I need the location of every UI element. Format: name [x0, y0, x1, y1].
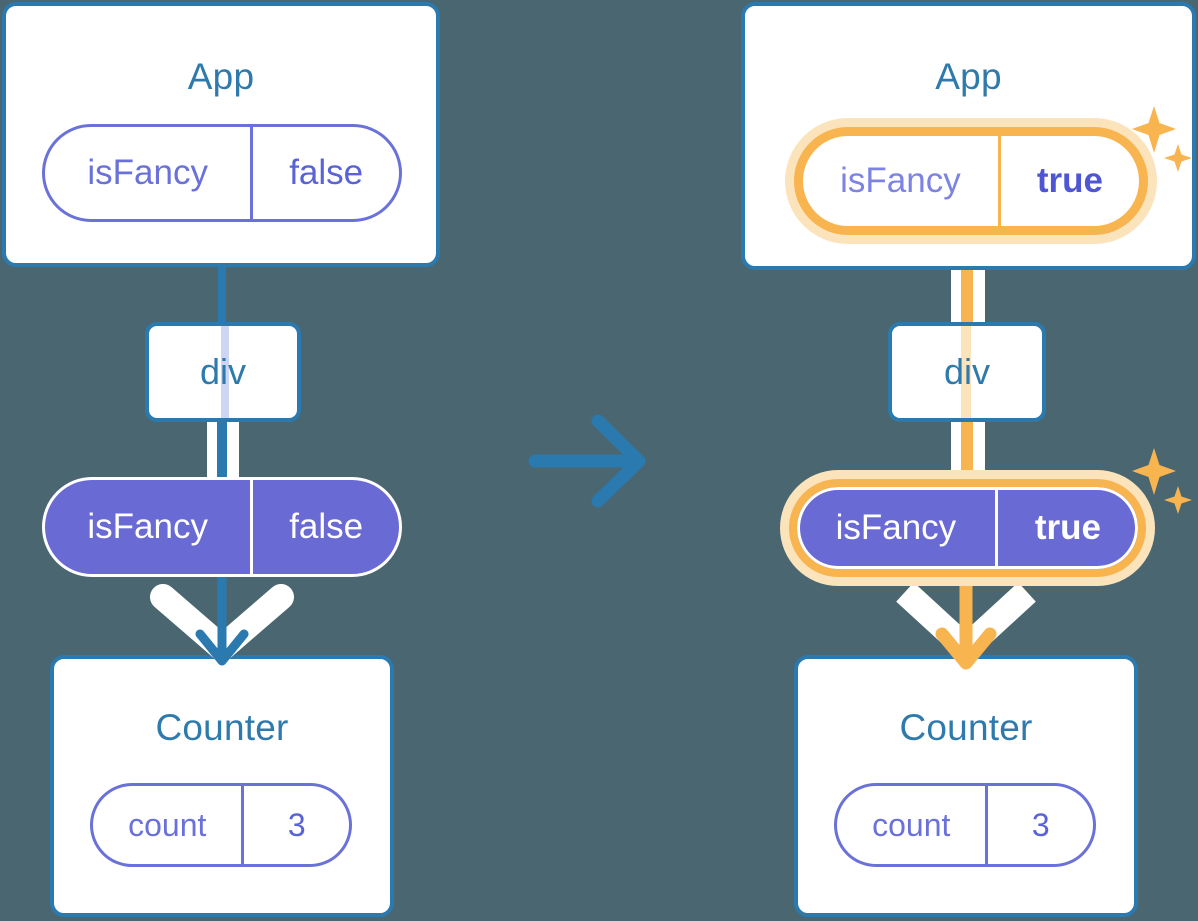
- after-app-state-key: isFancy: [840, 161, 961, 200]
- before-app-state-key: isFancy: [87, 153, 208, 192]
- after-app-sparkles: [1132, 106, 1192, 172]
- before-prop-pill[interactable]: isFancy false: [42, 477, 402, 577]
- after-div-box: div: [888, 322, 1046, 422]
- after-prop-key: isFancy: [835, 508, 957, 547]
- before-counter-state-pill[interactable]: count 3: [90, 783, 352, 867]
- after-prop-pill[interactable]: isFancy true: [780, 470, 1155, 586]
- before-app-state-pill[interactable]: isFancy false: [42, 124, 402, 222]
- after-app-state-value: true: [997, 136, 1139, 226]
- after-prop-value: true: [994, 487, 1138, 569]
- sparkle-small-icon: [1164, 144, 1192, 172]
- before-app-state-value: false: [250, 127, 399, 219]
- after-counter-state-key: count: [872, 806, 951, 843]
- before-div-box: div: [145, 322, 301, 422]
- before-counter-state-value: 3: [241, 786, 349, 864]
- after-prop-sparkles: [1132, 448, 1192, 514]
- before-div-inner-line: [221, 326, 229, 418]
- after-div-label: div: [943, 351, 991, 392]
- before-counter-title: Counter: [155, 707, 289, 748]
- sparkle-small-icon: [1164, 486, 1192, 514]
- sparkle-icon: [1132, 106, 1176, 153]
- before-prop-value: false: [250, 480, 399, 574]
- arrow-right-icon: [528, 414, 646, 508]
- sparkle-icon: [1132, 448, 1176, 495]
- before-div-label: div: [199, 351, 247, 392]
- before-app-title: App: [187, 56, 255, 97]
- after-div-inner-line: [961, 326, 971, 418]
- after-counter-title: Counter: [899, 707, 1033, 748]
- after-app-state-pill[interactable]: isFancy true: [785, 118, 1157, 244]
- after-counter-state-value: 3: [985, 786, 1093, 864]
- before-counter-state-key: count: [128, 806, 207, 843]
- after-app-title: App: [935, 56, 1002, 97]
- before-prop-key: isFancy: [87, 507, 208, 546]
- after-counter-state-pill[interactable]: count 3: [834, 783, 1096, 867]
